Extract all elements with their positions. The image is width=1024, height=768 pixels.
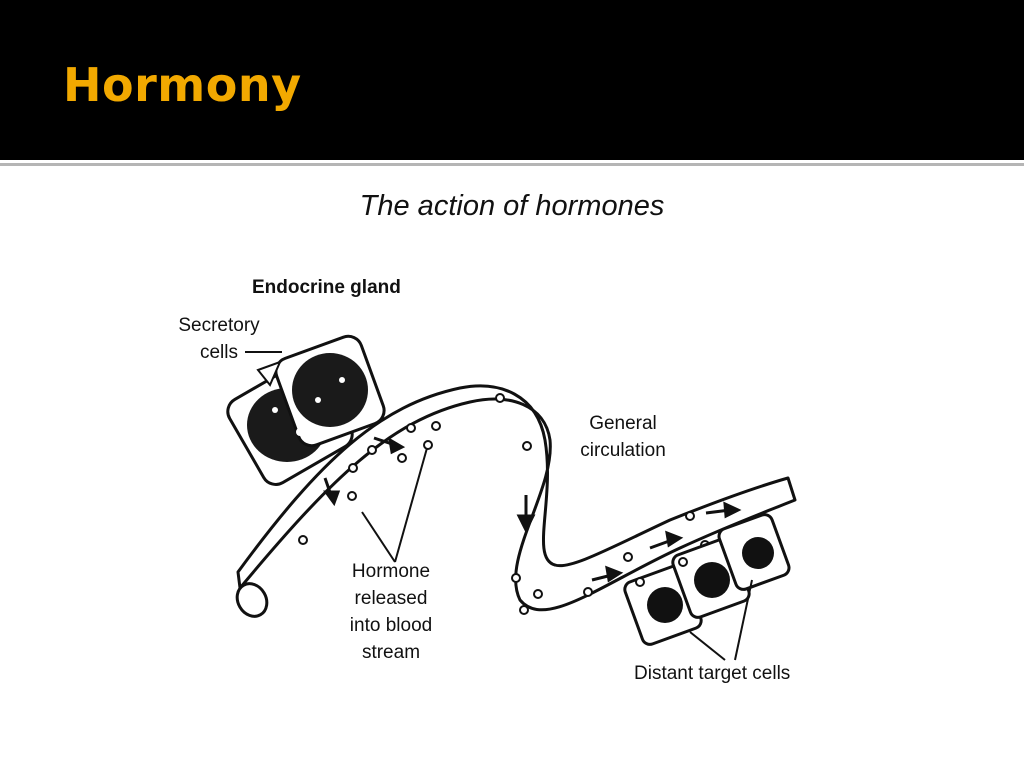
label-endocrine-gland: Endocrine gland — [252, 277, 401, 298]
label-secretory-cells: Secretory cells — [178, 315, 260, 363]
vessel-open-end — [235, 582, 269, 618]
flow-arrows — [323, 436, 742, 583]
label-distant-target-cells: Distant target cells — [634, 663, 791, 684]
hormone-diagram — [226, 334, 797, 661]
blood-vessel — [236, 384, 797, 612]
slide-title: Hormony — [63, 58, 302, 112]
label-general-circulation: General circulation — [580, 413, 666, 461]
slide-header — [0, 0, 1024, 160]
header-divider — [0, 163, 1024, 166]
target-cells — [623, 513, 791, 646]
label-hormone-released: Hormone released into blood stream — [349, 561, 433, 663]
endocrine-gland — [226, 334, 386, 486]
diagram-title: The action of hormones — [359, 190, 665, 222]
leader-lines — [245, 351, 753, 661]
